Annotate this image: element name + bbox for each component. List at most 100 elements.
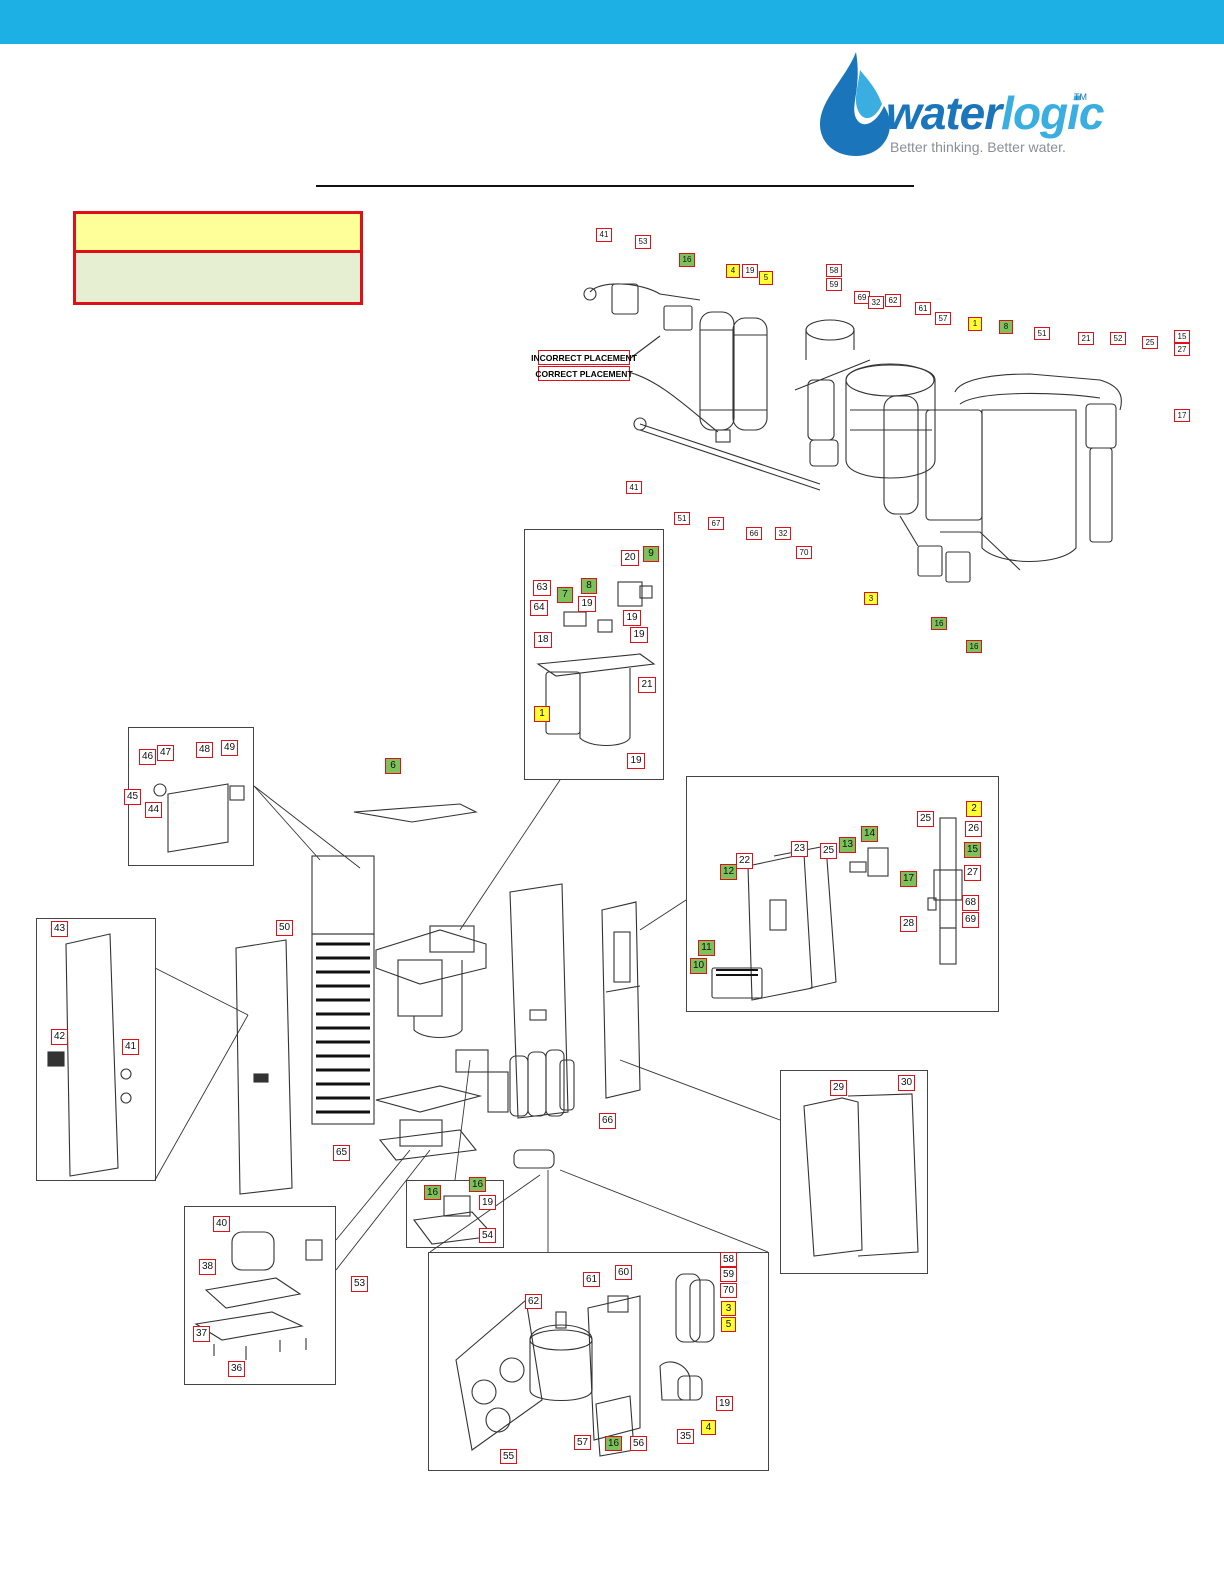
callout-16-lower-b: 16 [966, 640, 982, 653]
logo-wordmark: waterlogic [886, 86, 1105, 140]
callout-4-filter: 4 [701, 1420, 716, 1435]
incorrect-placement-note: INCORRECT PLACEMENT [531, 350, 637, 365]
callout-66-body: 66 [599, 1113, 616, 1129]
callout-12: 12 [720, 864, 737, 880]
header-bar [0, 0, 1224, 44]
callout-51: 51 [1034, 327, 1050, 340]
callout-50: 50 [276, 920, 293, 936]
callout-43: 43 [51, 921, 68, 937]
detail-panel-compressor [184, 1206, 336, 1385]
callout-19-detail-c: 19 [630, 627, 648, 643]
callout-10: 10 [690, 958, 707, 974]
callout-37: 37 [193, 1326, 210, 1342]
color-legend [73, 211, 363, 305]
callout-27: 27 [1174, 343, 1190, 356]
callout-42: 42 [51, 1029, 68, 1045]
callout-27-dispense: 27 [964, 865, 981, 881]
callout-25-dispense-a: 25 [917, 811, 934, 827]
callout-16-bracket-b: 16 [469, 1177, 486, 1192]
callout-62-filter: 62 [525, 1294, 542, 1309]
callout-13: 13 [839, 837, 856, 853]
callout-32-lower: 32 [775, 527, 791, 540]
callout-59: 59 [826, 278, 842, 291]
callout-19-detail-a: 19 [578, 596, 596, 612]
callout-19-bracket: 19 [479, 1195, 496, 1210]
callout-17: 17 [1174, 409, 1190, 422]
callout-36: 36 [228, 1361, 245, 1377]
callout-61-filter: 61 [583, 1272, 600, 1287]
logo-word-water: water [886, 87, 1002, 139]
callout-19: 19 [742, 264, 758, 278]
callout-21-detail: 21 [638, 677, 656, 693]
callout-56: 56 [630, 1436, 647, 1451]
callout-6: 6 [385, 758, 401, 774]
callout-25: 25 [1142, 336, 1158, 349]
callout-67: 67 [708, 517, 724, 530]
detail-panel-front-door [780, 1070, 928, 1274]
callout-35: 35 [677, 1429, 694, 1444]
callout-8: 8 [999, 320, 1013, 334]
callout-5-filter: 5 [721, 1317, 736, 1332]
callout-62: 62 [885, 294, 901, 307]
callout-68: 68 [962, 895, 979, 911]
callout-70-filter: 70 [720, 1283, 737, 1298]
logo-word-logic: logic [1001, 87, 1104, 139]
callout-16-filter: 16 [605, 1436, 622, 1451]
callout-38: 38 [199, 1259, 216, 1275]
callout-49: 49 [221, 740, 238, 756]
callout-22: 22 [736, 853, 753, 869]
callout-8-detail: 8 [581, 578, 597, 594]
detail-panel-valve-bracket [406, 1180, 504, 1248]
callout-23: 23 [791, 841, 808, 857]
callout-17-dispense: 17 [900, 871, 917, 887]
callout-3-filter: 3 [721, 1301, 736, 1316]
callout-11: 11 [698, 940, 715, 956]
callout-26: 26 [965, 821, 982, 837]
callout-69-dispense: 69 [962, 912, 979, 928]
callout-58: 58 [826, 264, 842, 277]
callout-64: 64 [530, 600, 548, 616]
callout-46: 46 [139, 749, 156, 765]
callout-30: 30 [898, 1075, 915, 1091]
callout-53-compressor: 53 [351, 1276, 368, 1292]
callout-5: 5 [759, 271, 773, 285]
waterlogic-logo: waterlogic TM Better thinking. Better wa… [816, 48, 1105, 160]
callout-52: 52 [1110, 332, 1126, 345]
callout-59-filter: 59 [720, 1267, 737, 1282]
water-drop-icon [820, 52, 890, 156]
legend-yellow-row [76, 214, 360, 253]
callout-32: 32 [868, 296, 884, 309]
callout-54: 54 [479, 1228, 496, 1243]
callout-2: 2 [966, 801, 982, 817]
callout-55: 55 [500, 1449, 517, 1464]
title-underline [316, 185, 914, 187]
callout-57: 57 [935, 312, 951, 325]
legend-green-row [76, 253, 360, 302]
callout-28: 28 [900, 916, 917, 932]
detail-panel-side-panel [36, 918, 156, 1181]
callout-40: 40 [213, 1216, 230, 1232]
detail-panel-top-tank [524, 529, 664, 780]
callout-1-detail: 1 [534, 706, 550, 722]
correct-placement-note: CORRECT PLACEMENT [535, 366, 633, 381]
callout-25-dispense-b: 25 [820, 843, 837, 859]
callout-16-bracket-a: 16 [424, 1185, 441, 1200]
callout-61: 61 [915, 302, 931, 315]
callout-70: 70 [796, 546, 812, 559]
callout-7: 7 [557, 587, 573, 603]
callout-41-lower: 41 [626, 481, 642, 494]
logo-trademark: TM [1074, 92, 1087, 102]
callout-57-filter: 57 [574, 1435, 591, 1450]
callout-4: 4 [726, 264, 740, 278]
callout-41: 41 [596, 228, 612, 242]
callout-15: 15 [1174, 330, 1190, 343]
logo-tagline: Better thinking. Better water. [890, 139, 1066, 155]
callout-45: 45 [124, 789, 141, 805]
callout-44: 44 [145, 802, 162, 818]
callout-29: 29 [830, 1080, 847, 1096]
callout-19-detail-d: 19 [627, 753, 645, 769]
callout-16-lower-a: 16 [931, 617, 947, 630]
callout-53: 53 [635, 235, 651, 249]
callout-21: 21 [1078, 332, 1094, 345]
callout-15-dispense: 15 [964, 842, 981, 858]
